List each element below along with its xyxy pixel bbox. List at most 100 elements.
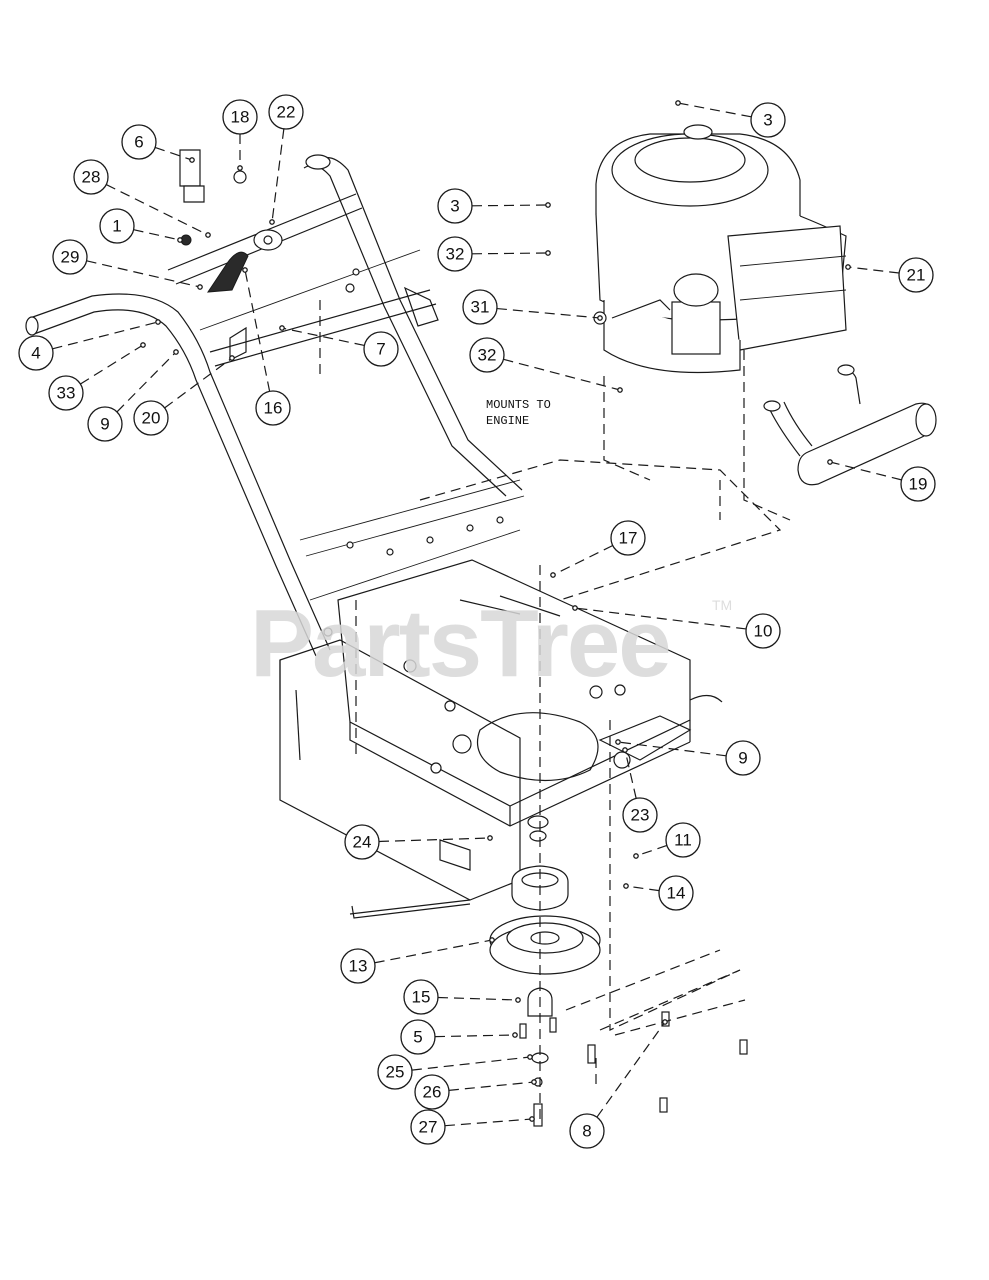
callout-circle — [255, 390, 291, 426]
leader-arrowhead — [597, 315, 603, 321]
callout-9: 9 — [615, 739, 761, 776]
leader-arrowhead — [279, 325, 285, 331]
callout-circle — [898, 257, 934, 293]
callout-circle — [437, 188, 473, 224]
leader-line — [411, 1056, 531, 1071]
callout-circle — [73, 159, 109, 195]
callout-23: 23 — [622, 747, 658, 833]
engine — [593, 124, 847, 374]
callout-10: 10 — [572, 605, 781, 649]
callout-number: 6 — [134, 133, 143, 152]
leader-line — [624, 749, 637, 799]
callout-1: 1 — [99, 208, 183, 244]
leader-line — [80, 344, 144, 385]
callout-31: 31 — [462, 289, 603, 325]
frame — [279, 479, 723, 919]
callout-number: 17 — [619, 529, 638, 548]
callout-number: 25 — [386, 1063, 405, 1082]
leader-arrowhead — [662, 1019, 668, 1025]
callout-circle — [610, 520, 646, 556]
callout-circle — [569, 1113, 605, 1149]
leader-line — [281, 327, 365, 347]
leader-arrowhead — [229, 355, 235, 361]
callout-circle — [462, 289, 498, 325]
callout-number: 3 — [450, 197, 459, 216]
callout-number: 33 — [57, 384, 76, 403]
callout-21: 21 — [845, 257, 934, 293]
leader-line — [437, 996, 519, 1001]
callout-26: 26 — [414, 1074, 537, 1110]
callout-number: 7 — [376, 340, 385, 359]
leader-arrowhead — [237, 165, 243, 171]
leader-line — [635, 844, 668, 857]
callout-27: 27 — [410, 1109, 535, 1145]
leader-line — [596, 1021, 666, 1118]
muffler — [763, 364, 937, 486]
leader-line — [448, 1081, 535, 1091]
leader-line — [374, 939, 493, 964]
leader-arrowhead — [527, 1054, 533, 1060]
leader-arrowhead — [197, 284, 203, 290]
callout-14: 14 — [623, 875, 694, 911]
leader-arrowhead — [827, 459, 833, 465]
callout-number: 32 — [446, 245, 465, 264]
callout-3: 3 — [675, 100, 786, 138]
leader-arrowhead — [515, 997, 521, 1003]
leader-line — [164, 357, 233, 409]
leader-arrowhead — [545, 250, 551, 256]
leader-line — [86, 260, 201, 288]
leader-arrowhead — [205, 232, 211, 238]
callout-number: 27 — [419, 1118, 438, 1137]
callout-number: 19 — [909, 475, 928, 494]
leader-line — [271, 128, 285, 223]
callout-circle — [665, 822, 701, 858]
callout-17: 17 — [550, 520, 646, 578]
leader-line — [52, 321, 159, 350]
callout-number: 5 — [413, 1028, 422, 1047]
callout-number: 9 — [100, 415, 109, 434]
callout-circle — [222, 99, 258, 135]
callout-13: 13 — [340, 937, 495, 984]
callout-32: 32 — [469, 337, 623, 393]
callout-number: 4 — [31, 344, 40, 363]
leader-arrowhead — [550, 572, 556, 578]
leader-line — [617, 741, 727, 757]
callout-number: 31 — [471, 298, 490, 317]
leader-arrowhead — [675, 100, 681, 106]
callout-circle — [52, 239, 88, 275]
callout-number: 11 — [674, 831, 692, 850]
callout-circle — [403, 979, 439, 1015]
mounts-note-line1: MOUNTS TO — [486, 398, 551, 412]
callout-number: 28 — [82, 168, 101, 187]
callout-20: 20 — [133, 355, 235, 436]
callout-circle — [745, 613, 781, 649]
leader-arrowhead — [155, 319, 161, 325]
callout-number: 8 — [582, 1122, 591, 1141]
callout-5: 5 — [400, 1019, 518, 1055]
callout-number: 22 — [277, 103, 296, 122]
leader-line — [574, 607, 747, 630]
leader-arrowhead — [623, 883, 629, 889]
leader-line — [444, 1118, 533, 1127]
callout-number: 26 — [423, 1083, 442, 1102]
callout-circle — [410, 1109, 446, 1145]
leader-line — [105, 184, 209, 236]
leader-line — [116, 351, 177, 413]
callout-9: 9 — [87, 349, 179, 442]
callout-28: 28 — [73, 159, 211, 238]
callout-circle — [725, 740, 761, 776]
leader-arrowhead — [177, 237, 183, 243]
leader-arrowhead — [845, 264, 851, 270]
callout-number: 20 — [142, 409, 161, 428]
mounts-note: MOUNTS TO ENGINE — [486, 398, 551, 428]
callout-number: 21 — [907, 266, 926, 285]
leader-arrowhead — [633, 853, 639, 859]
assembly-lines — [319, 300, 791, 1125]
callout-19: 19 — [827, 459, 936, 502]
leader-line — [847, 266, 900, 274]
callout-33: 33 — [48, 342, 146, 411]
leader-line — [133, 229, 181, 241]
callout-number: 24 — [353, 833, 372, 852]
